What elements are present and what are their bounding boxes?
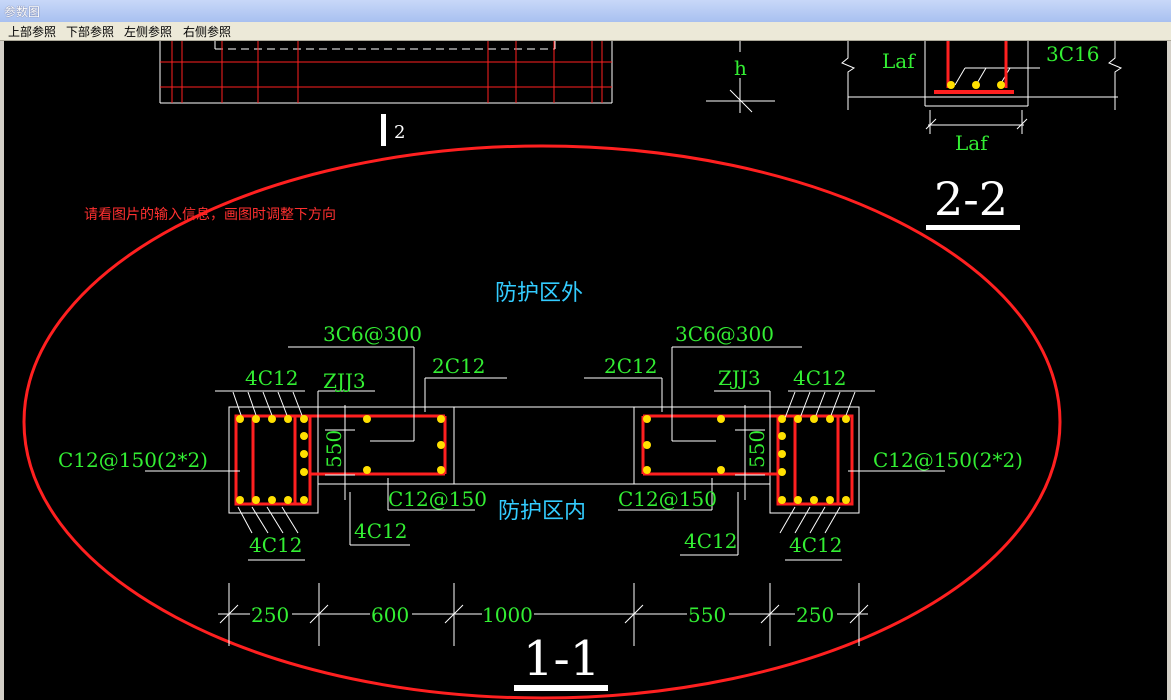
- right-c12-150-label: C12@150: [618, 487, 717, 511]
- right-2c12-label: 2C12: [604, 354, 657, 378]
- rebar-dots: [236, 415, 850, 504]
- section-1-1-title: 1-1: [523, 631, 600, 687]
- title-bar: 参数图: [0, 0, 1171, 22]
- left-c12-2x2-label: C12@150(2*2): [58, 448, 208, 472]
- right-top-4c12-label: 4C12: [793, 366, 846, 390]
- section-marker-label: 2: [394, 122, 405, 143]
- menu-bar: 上部参照 下部参照 左侧参照 右侧参照: [0, 22, 1171, 41]
- height-label: h: [734, 56, 747, 80]
- anchorage-detail: [841, 41, 1123, 134]
- left-stirrup-label: 3C6@300: [323, 322, 422, 346]
- right-550-label: 550: [745, 430, 769, 468]
- menu-left-reference[interactable]: 左侧参照: [124, 25, 173, 39]
- left-2c12-label: 2C12: [432, 354, 485, 378]
- menu-top-reference[interactable]: 上部参照: [8, 25, 57, 39]
- bar-3c16-label: 3C16: [1046, 42, 1099, 66]
- menu-bottom-reference[interactable]: 下部参照: [66, 25, 115, 39]
- section-2-2-title: 2-2: [934, 172, 1008, 226]
- left-550-label: 550: [322, 430, 346, 468]
- laf-top-label: Laf: [882, 49, 916, 73]
- leader-lines: [145, 346, 945, 561]
- left-inner-4c12-label: 4C12: [354, 519, 407, 543]
- left-zjj3-label: ZJJ3: [323, 369, 366, 393]
- dim-1000: 1000: [482, 603, 533, 627]
- anchorage-dots: [947, 81, 1005, 89]
- section-2-2-underline: [926, 225, 1020, 230]
- section-1-1-underline: [514, 685, 608, 691]
- right-stirrup-label: 3C6@300: [675, 322, 774, 346]
- right-c12-2x2-label: C12@150(2*2): [873, 448, 1023, 472]
- wall-outline: [228, 406, 860, 514]
- dim-600: 600: [371, 603, 409, 627]
- cad-drawing: 2 h Laf 3C16 Laf 2-2 请看图片的输入信息，画图时: [22, 41, 1123, 700]
- zone-inside-label: 防护区内: [498, 499, 586, 524]
- right-inner-4c12-label: 4C12: [684, 529, 737, 553]
- left-bottom-4c12-label: 4C12: [249, 533, 302, 557]
- dim-550: 550: [688, 603, 726, 627]
- top-left-section: [159, 41, 613, 104]
- left-top-4c12-label: 4C12: [245, 366, 298, 390]
- top-left-rebar: [160, 41, 612, 103]
- section-marker-bar: [381, 114, 386, 146]
- height-mark: [706, 41, 775, 113]
- dim-250-right: 250: [796, 603, 834, 627]
- highlight-ellipse: [22, 144, 1062, 700]
- dimension-line: [218, 583, 869, 646]
- right-zjj3-label: ZJJ3: [718, 366, 761, 390]
- menu-right-reference[interactable]: 右侧参照: [183, 25, 232, 39]
- left-c12-150-label: C12@150: [388, 487, 487, 511]
- drawing-canvas: 2 h Laf 3C16 Laf 2-2 请看图片的输入信息，画图时: [4, 41, 1167, 700]
- dimension-values: 250 600 1000 550 250: [250, 603, 837, 627]
- window-title: 参数图: [4, 5, 41, 19]
- zone-outside-label: 防护区外: [495, 281, 583, 306]
- anchorage-rebar: [934, 41, 1014, 94]
- hint-note: 请看图片的输入信息，画图时调整下方向: [84, 206, 336, 223]
- dim-250-left: 250: [251, 603, 289, 627]
- right-bottom-4c12-label: 4C12: [789, 533, 842, 557]
- laf-bottom-label: Laf: [955, 131, 989, 155]
